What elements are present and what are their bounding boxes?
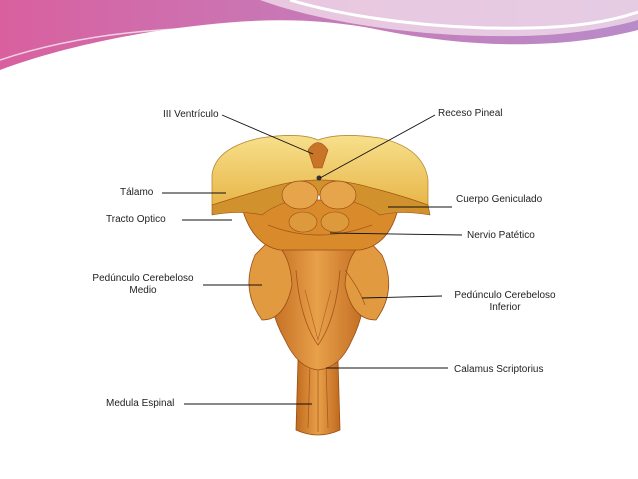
label-pedunculo-medio-line2: Medio — [129, 285, 157, 296]
colliculi-left — [281, 180, 319, 210]
pineal-dot — [316, 175, 322, 181]
label-medula: Medula Espinal — [106, 398, 175, 409]
middle-peduncle-right — [344, 239, 390, 321]
label-pedunculo-medio-line1: Pedúnculo Cerebeloso — [92, 273, 194, 284]
middle-peduncle-left — [248, 239, 293, 321]
colliculi-right — [319, 180, 357, 210]
third-ventricle — [307, 142, 329, 169]
label-pedunculo-inferior-line1: Pedúnculo Cerebeloso — [454, 290, 556, 301]
label-calamus: Calamus Scriptorius — [454, 364, 544, 375]
label-cuerpo-geniculado: Cuerpo Geniculado — [456, 194, 543, 205]
header-wave-banner — [0, 0, 638, 70]
label-talamo: Tálamo — [120, 187, 154, 198]
label-receso-pineal: Receso Pineal — [438, 108, 503, 119]
label-pedunculo-inferior: Pedúnculo Cerebeloso Inferior — [446, 290, 564, 314]
label-tracto-optico: Tracto Optico — [106, 214, 166, 225]
midbrain — [239, 199, 401, 251]
label-iii-ventriculo: III Ventrículo — [163, 109, 219, 120]
label-pedunculo-inferior-line2: Inferior — [489, 302, 521, 313]
label-pedunculo-medio: Pedúnculo Cerebeloso Medio — [84, 273, 202, 297]
label-nervio-patetico: Nervio Patético — [467, 230, 535, 241]
